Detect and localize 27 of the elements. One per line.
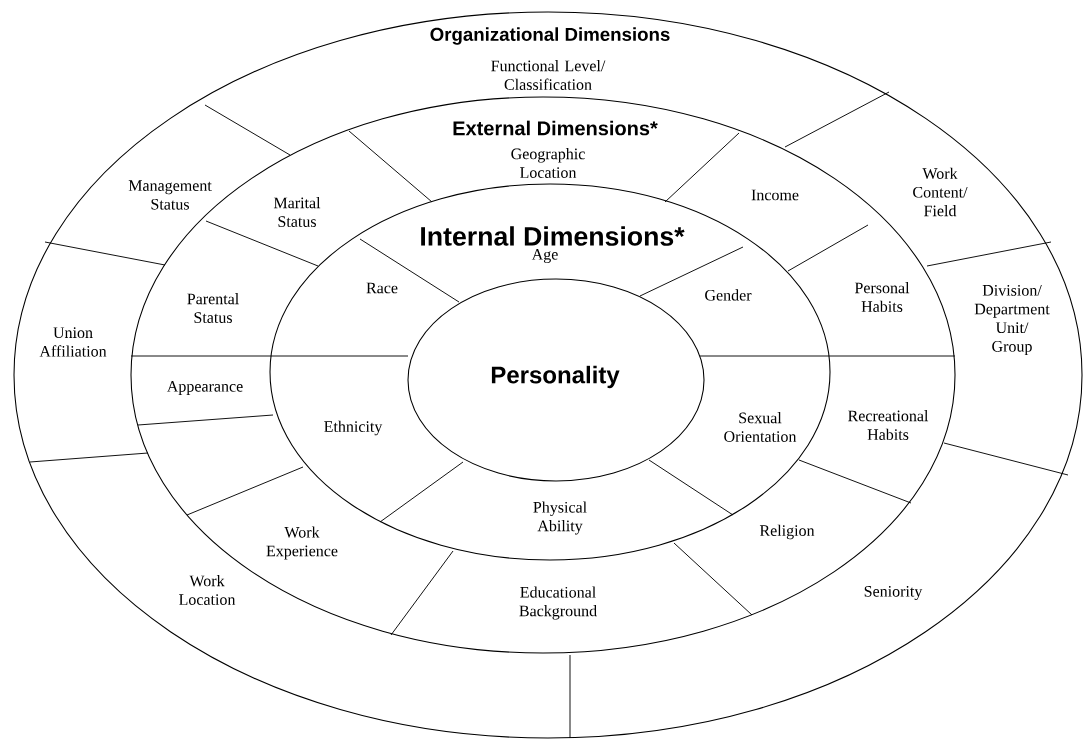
- segment-label: Parental Status: [187, 293, 239, 323]
- segment-label: Educational Background: [519, 586, 597, 620]
- ring-heading: Personality: [491, 365, 620, 389]
- segment-label: Work Location: [179, 575, 236, 605]
- segment-label: Union Affiliation: [39, 327, 107, 357]
- segment-label: Work Content/ Field: [913, 167, 968, 217]
- segment-label: Division/ Department Unit/ Group: [974, 285, 1050, 355]
- segment-label: Personal Habits: [854, 282, 910, 312]
- segment-label: Income: [751, 189, 799, 201]
- segment-label: Work Experience: [266, 526, 338, 560]
- ring-heading: External Dimensions*: [453, 120, 658, 136]
- segment-label: Religion: [759, 524, 815, 540]
- segment-label: Race: [366, 282, 398, 294]
- ring-heading: Organizational Dimensions: [430, 27, 670, 45]
- segment-label: Age: [531, 249, 558, 263]
- segment-label: Recreational Habits: [848, 410, 929, 440]
- segment-label: Sexual Orientation: [724, 412, 797, 442]
- segment-label: Ethnicity: [324, 420, 383, 436]
- ring-heading: Internal Dimensions*: [421, 226, 685, 246]
- segment-label: Appearance: [166, 381, 243, 395]
- segment-label: Physical Ability: [533, 501, 587, 535]
- segment-label: Functional Level/ Classification: [491, 60, 606, 90]
- segment-label: Gender: [705, 289, 752, 301]
- segment-label: Management Status: [128, 180, 212, 210]
- segment-label: Marital Status: [273, 197, 321, 227]
- segment-label: Geographic Location: [511, 148, 585, 178]
- segment-label: Seniority: [864, 586, 923, 601]
